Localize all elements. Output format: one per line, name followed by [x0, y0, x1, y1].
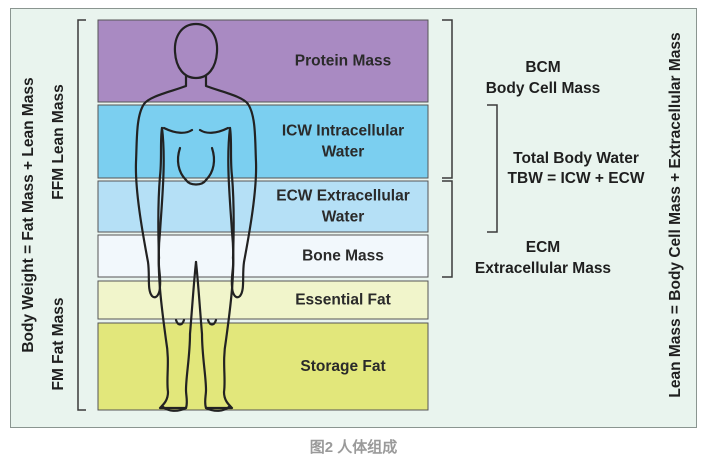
- human-figure-icon: [134, 22, 258, 412]
- band-ecw: [97, 180, 429, 233]
- band-essential-fat: [97, 280, 429, 320]
- composition-bands: [97, 19, 429, 411]
- ecm-bracket: [442, 180, 453, 278]
- lean-mass-label: Lean Mass = Body Cell Mass + Extracellul…: [667, 32, 684, 397]
- band-label-bone-0: Bone Mass: [302, 248, 384, 265]
- tbw-bracket: [487, 104, 498, 233]
- band-icw: [97, 104, 429, 179]
- band-label-icw-0: ICW Intracellular: [282, 123, 404, 140]
- bcm-sub-label: Body Cell Mass: [486, 80, 601, 97]
- bcm-bracket: [442, 19, 453, 179]
- outer-left-bracket: [77, 19, 86, 411]
- ffm-label: FFM Lean Mass: [50, 84, 67, 199]
- tbw-formula-label: TBW = ICW + ECW: [508, 170, 645, 187]
- band-label-ecw-0: ECW Extracellular: [276, 188, 410, 205]
- band-label-protein-0: Protein Mass: [295, 53, 391, 70]
- tbw-label: Total Body Water: [513, 150, 639, 167]
- band-label-ecw-1: Water: [322, 209, 365, 226]
- band-storage-fat: [97, 322, 429, 411]
- band-protein: [97, 19, 429, 103]
- body-weight-label: Body Weight = Fat Mass + Lean Mass: [20, 77, 37, 352]
- band-label-essential-fat-0: Essential Fat: [295, 292, 391, 309]
- bcm-label: BCM: [525, 59, 560, 76]
- fm-label: FM Fat Mass: [50, 297, 67, 390]
- ecm-label: ECM: [526, 239, 560, 256]
- band-label-storage-fat-0: Storage Fat: [300, 358, 385, 375]
- figure-caption: 图2 人体组成: [309, 439, 398, 456]
- ecm-sub-label: Extracellular Mass: [475, 260, 611, 277]
- band-bone: [97, 234, 429, 278]
- band-label-icw-1: Water: [322, 144, 365, 161]
